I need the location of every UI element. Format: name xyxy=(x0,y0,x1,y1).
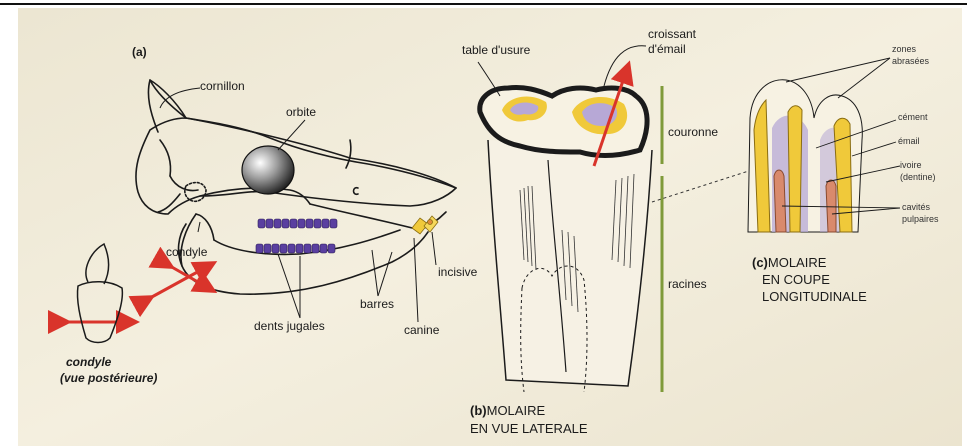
caption-b-line1: (b)MOLAIRE xyxy=(470,404,545,418)
caption-c-title: MOLAIRE xyxy=(768,255,827,270)
label-cement: cément xyxy=(898,112,928,122)
label-racines: racines xyxy=(668,278,707,291)
caption-b-title: MOLAIRE xyxy=(487,403,546,418)
label-zones-2: abrasées xyxy=(892,56,929,66)
label-dents-jugales: dents jugales xyxy=(254,320,325,333)
label-orbite: orbite xyxy=(286,106,316,119)
molar-section xyxy=(748,80,862,232)
label-croissant-1: croissant xyxy=(648,28,696,41)
label-cavites-2: pulpaires xyxy=(902,214,939,224)
caption-c-line2: EN COUPE xyxy=(762,273,830,287)
label-cavites-1: cavités xyxy=(902,202,930,212)
caption-b-tag: (b) xyxy=(470,403,487,418)
molar-lateral xyxy=(480,87,652,392)
label-email: émail xyxy=(898,136,920,146)
caption-c-line3: LONGITUDINALE xyxy=(762,290,867,304)
label-ivoire-1: ivoire xyxy=(900,160,922,170)
panel-a-tag: (a) xyxy=(132,46,147,59)
caption-c-tag: (c) xyxy=(752,255,768,270)
label-incisive: incisive xyxy=(438,266,477,279)
inset-label-condyle: condyle xyxy=(66,356,111,369)
caption-b-line2: EN VUE LATERALE xyxy=(470,422,588,436)
label-barres: barres xyxy=(360,298,394,311)
inset-label-view: (vue postérieure) xyxy=(60,372,157,385)
label-zones-1: zones xyxy=(892,44,916,54)
label-canine: canine xyxy=(404,324,439,337)
orbit xyxy=(242,146,294,194)
label-condyle: condyle xyxy=(166,246,207,259)
label-ivoire-2: (dentine) xyxy=(900,172,936,182)
label-croissant-2: d'émail xyxy=(648,43,686,56)
label-table-usure: table d'usure xyxy=(462,44,530,57)
caption-c-line1: (c)MOLAIRE xyxy=(752,256,826,270)
label-cornillon: cornillon xyxy=(200,80,245,93)
label-couronne: couronne xyxy=(668,126,718,139)
